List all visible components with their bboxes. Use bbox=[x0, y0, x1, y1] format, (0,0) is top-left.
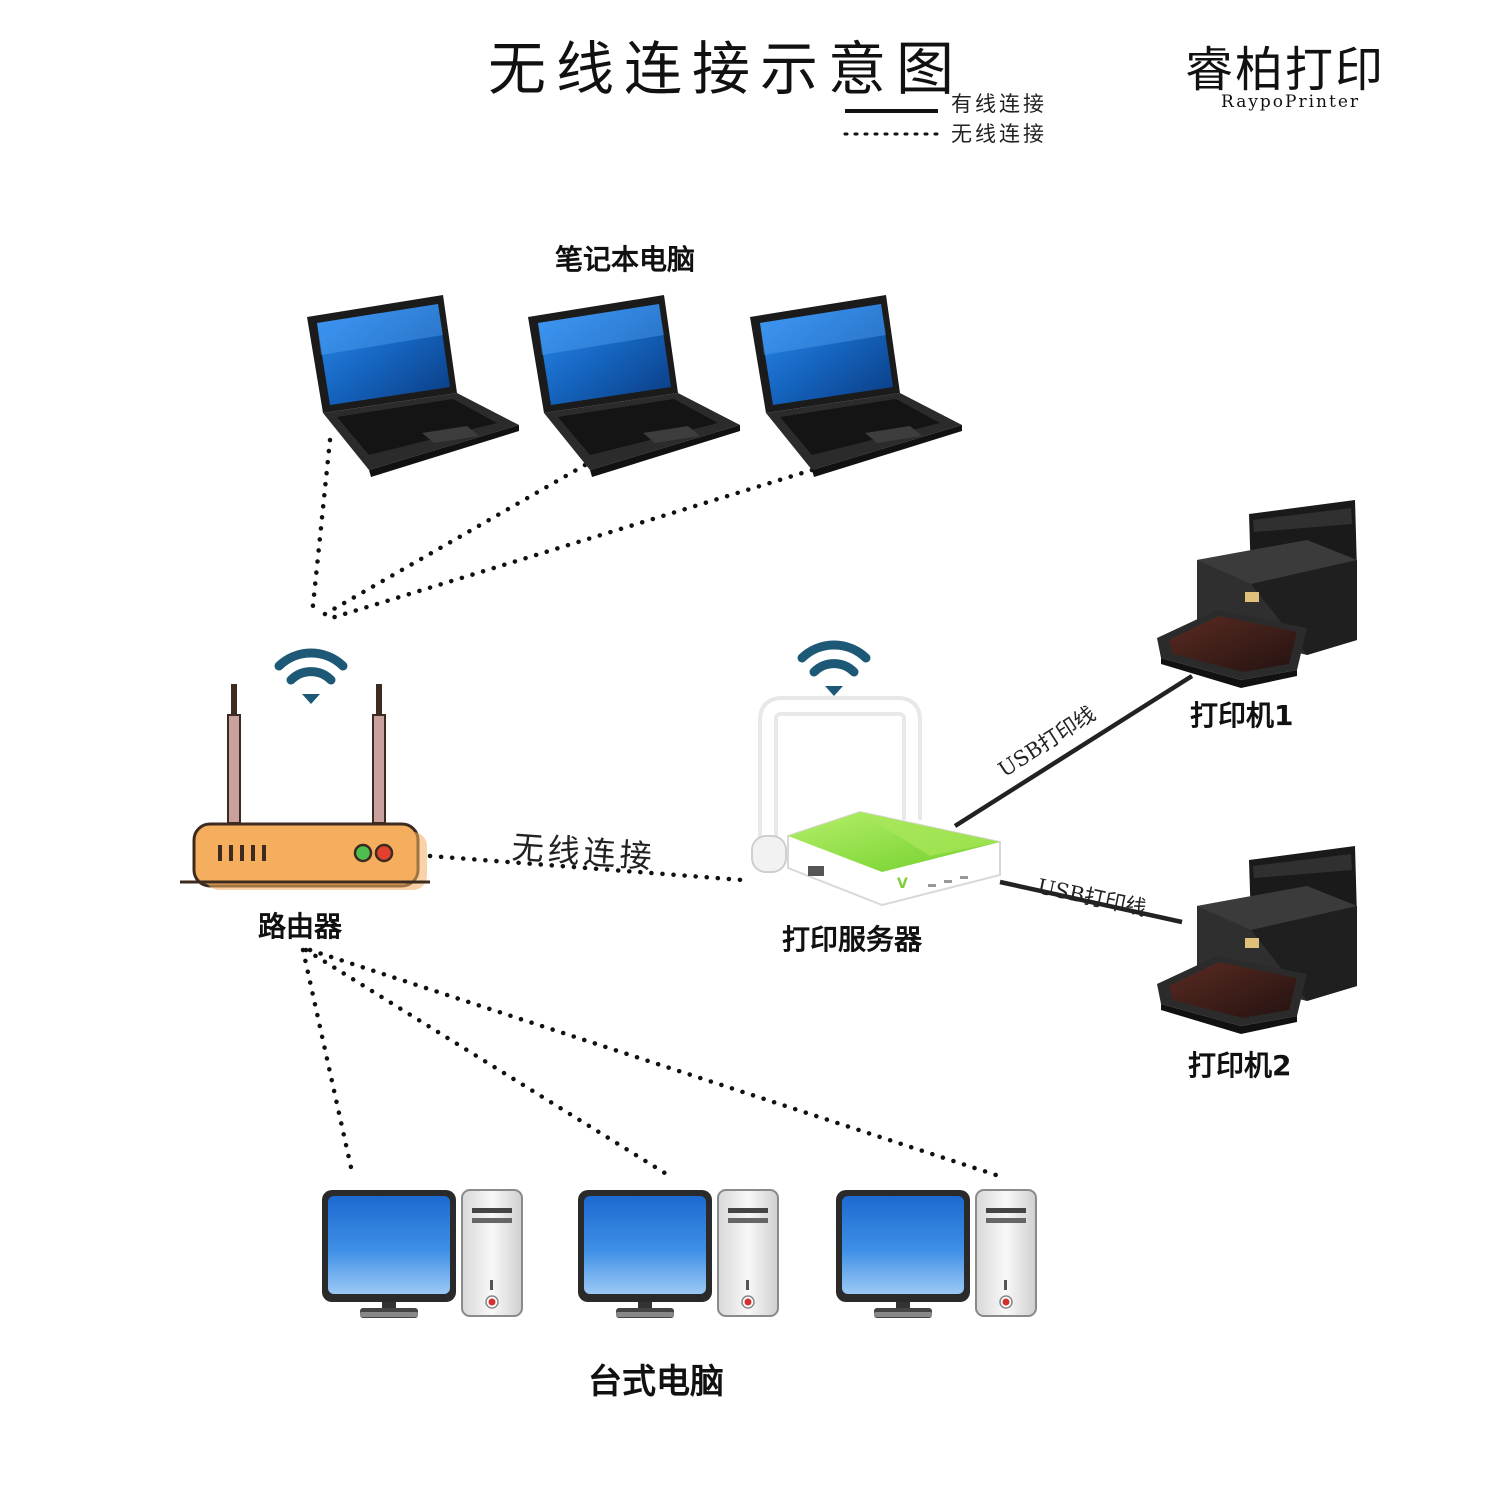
wifi-icon bbox=[279, 653, 343, 704]
link-laptop-3 bbox=[322, 467, 815, 623]
link-desktop-1 bbox=[300, 947, 355, 1175]
diagram-title: 无线连接示意图 bbox=[488, 35, 965, 103]
laptop-icon bbox=[307, 295, 519, 477]
link-desktop-3 bbox=[307, 947, 999, 1178]
link-router-server bbox=[427, 853, 745, 883]
link-laptop-1 bbox=[309, 437, 333, 618]
usb-cable-1 bbox=[953, 674, 1194, 828]
svg-text:V: V bbox=[897, 876, 908, 892]
legend-wireless-label: 无线连接 bbox=[951, 122, 1047, 146]
printer-icon bbox=[1157, 500, 1357, 688]
desktop-computer-icon bbox=[321, 1189, 523, 1319]
print-server-icon: V bbox=[751, 696, 1001, 907]
laptop-icon bbox=[750, 295, 962, 477]
link-desktop-2 bbox=[303, 947, 671, 1178]
link-laptop-2 bbox=[315, 462, 588, 621]
usb-cable-2 bbox=[999, 879, 1183, 925]
printer-icon bbox=[1157, 846, 1357, 1034]
wifi-icon bbox=[802, 645, 866, 696]
laptops-label: 笔记本电脑 bbox=[555, 243, 696, 276]
printer2-label: 打印机2 bbox=[1188, 1049, 1292, 1082]
desktop-computer-icon bbox=[835, 1189, 1037, 1319]
print-server-label: 打印服务器 bbox=[782, 923, 923, 956]
printer1-label: 打印机1 bbox=[1190, 699, 1294, 732]
router-label: 路由器 bbox=[258, 910, 343, 943]
desktop-wireless-links bbox=[300, 947, 999, 1178]
desktop-computer-icon bbox=[577, 1189, 779, 1319]
laptop-wireless-links bbox=[309, 437, 815, 623]
router-icon bbox=[180, 684, 430, 890]
legend-wired-label: 有线连接 bbox=[951, 92, 1047, 116]
brand-name: 睿柏打印 bbox=[1185, 42, 1386, 98]
laptop-icon bbox=[528, 295, 740, 477]
desktops-label: 台式电脑 bbox=[588, 1362, 724, 1402]
brand-subtitle: RaypoPrinter bbox=[1221, 92, 1361, 112]
